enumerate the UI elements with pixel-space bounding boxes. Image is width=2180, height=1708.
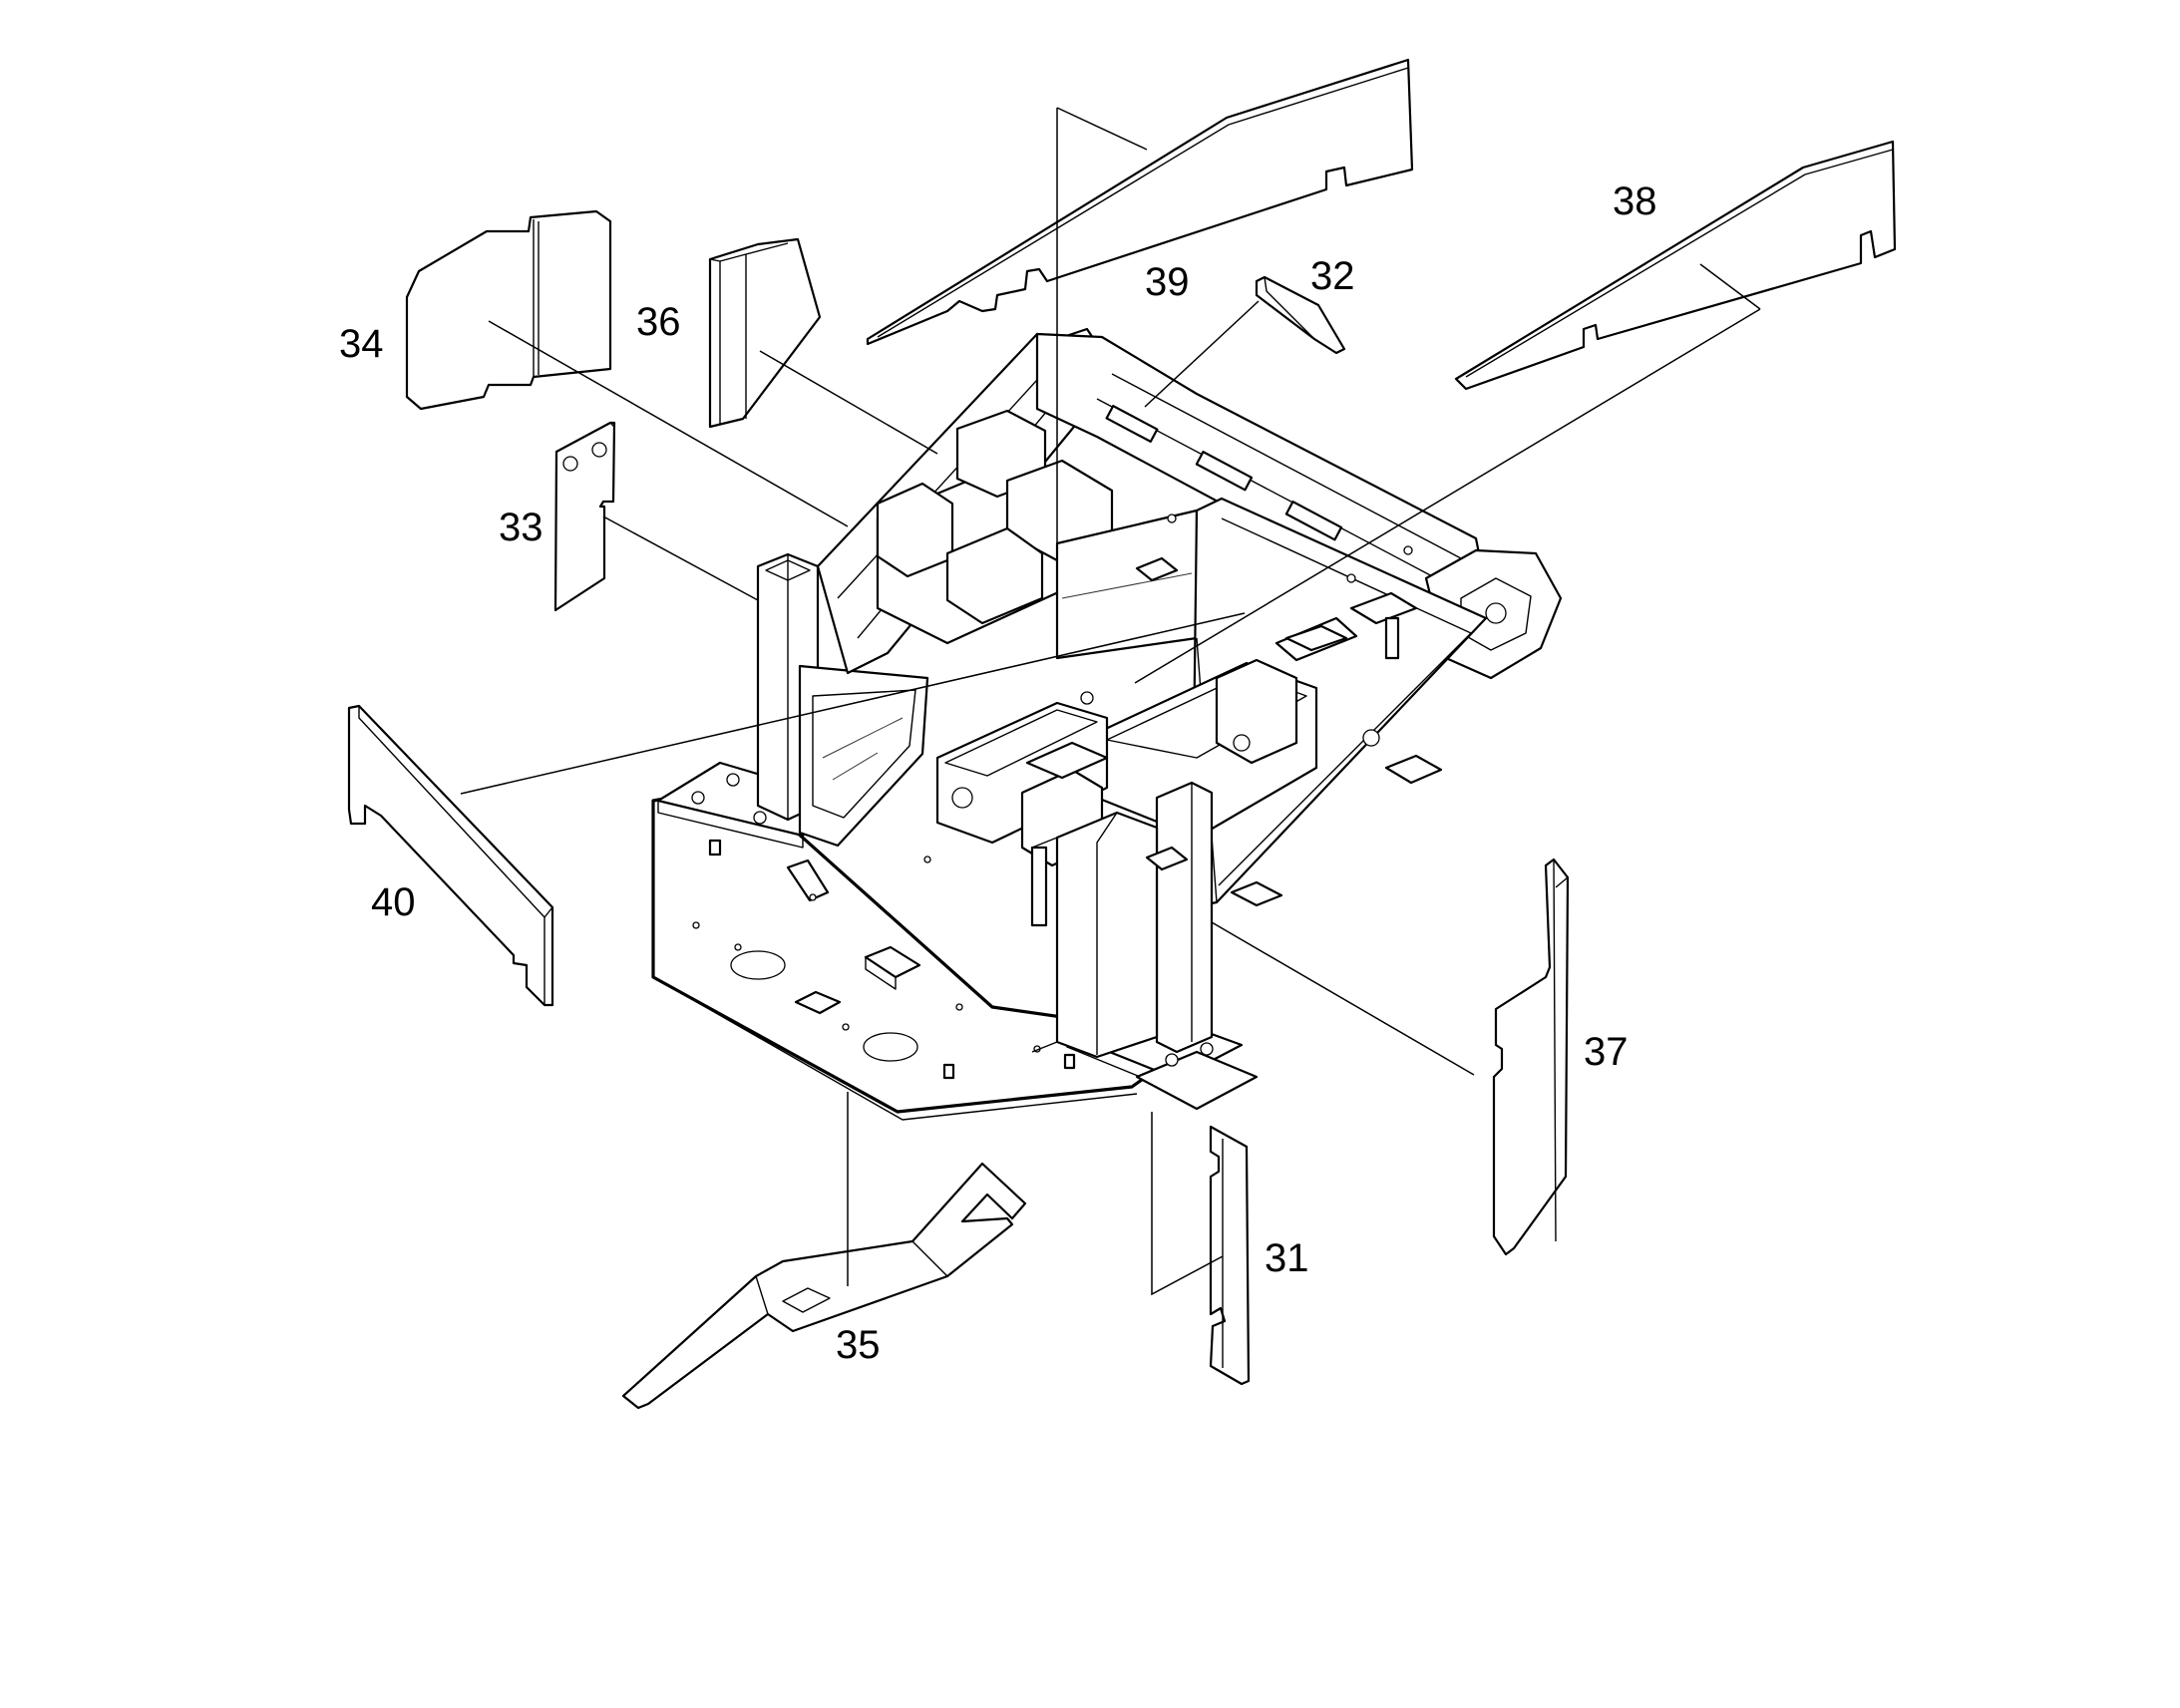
callout-36: 36	[636, 300, 681, 344]
part-37-panel	[1492, 857, 1570, 1256]
callout-37: 37	[1584, 1030, 1629, 1074]
part-34-panel	[405, 209, 612, 411]
floor-opening	[730, 950, 786, 980]
base-frame-assembly	[651, 327, 1563, 1121]
part-39-panel	[866, 58, 1414, 346]
callout-32: 32	[1310, 254, 1355, 298]
floor-cutout	[794, 990, 842, 1015]
callout-40: 40	[371, 880, 416, 924]
left-gusset-panel	[798, 664, 929, 848]
callout-31: 31	[1265, 1236, 1309, 1280]
callout-39: 39	[1145, 260, 1190, 304]
leader-lines	[460, 107, 1761, 1296]
callout-33: 33	[499, 506, 544, 549]
part-36-panel	[708, 237, 822, 429]
front-right-column	[1155, 781, 1214, 1054]
part-38-panel	[1454, 140, 1897, 391]
part-32-panel	[1255, 275, 1346, 355]
part-33-panel	[553, 421, 616, 612]
callout-35: 35	[836, 1323, 881, 1367]
callout-labels: 34 36 33 40 39 32 38 37 31 35	[339, 179, 1657, 1367]
part-35-panel	[621, 1162, 1027, 1410]
front-post	[1055, 811, 1159, 1059]
callout-34: 34	[339, 322, 384, 366]
callout-38: 38	[1613, 179, 1657, 223]
part-31-panel	[1209, 1125, 1251, 1386]
part-40-panel	[347, 704, 554, 1007]
